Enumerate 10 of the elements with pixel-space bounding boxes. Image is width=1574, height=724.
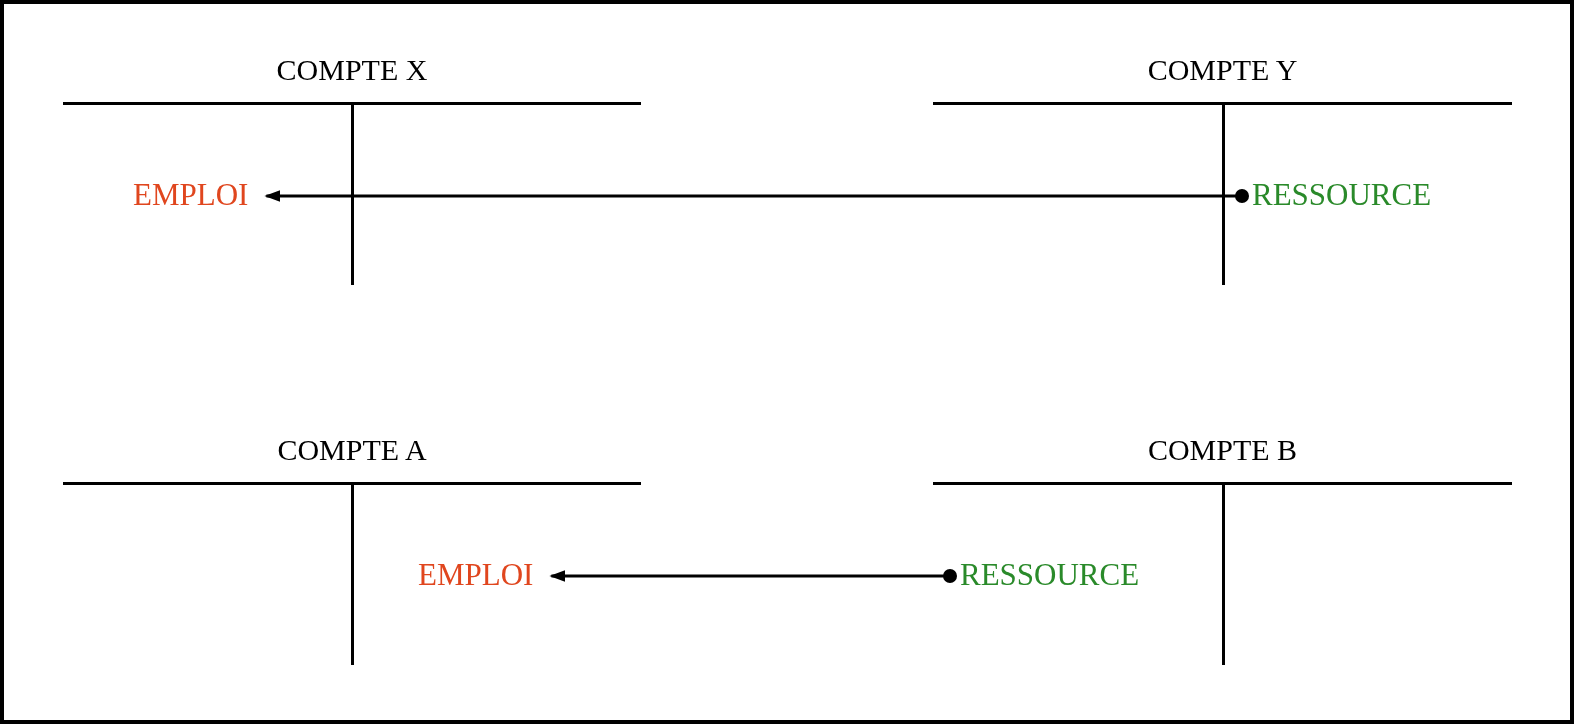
resource-label: RESSOURCE	[960, 556, 1140, 594]
account-title: COMPTE X	[276, 52, 428, 88]
account-title: COMPTE B	[1147, 432, 1298, 468]
use-label: EMPLOI	[418, 556, 534, 594]
use-label: EMPLOI	[133, 176, 249, 214]
account-title: COMPTE A	[277, 432, 427, 468]
account-title: COMPTE Y	[1147, 52, 1298, 88]
arrow	[264, 189, 1249, 203]
resource-label: RESSOURCE	[1252, 176, 1432, 214]
arrow	[549, 569, 957, 583]
